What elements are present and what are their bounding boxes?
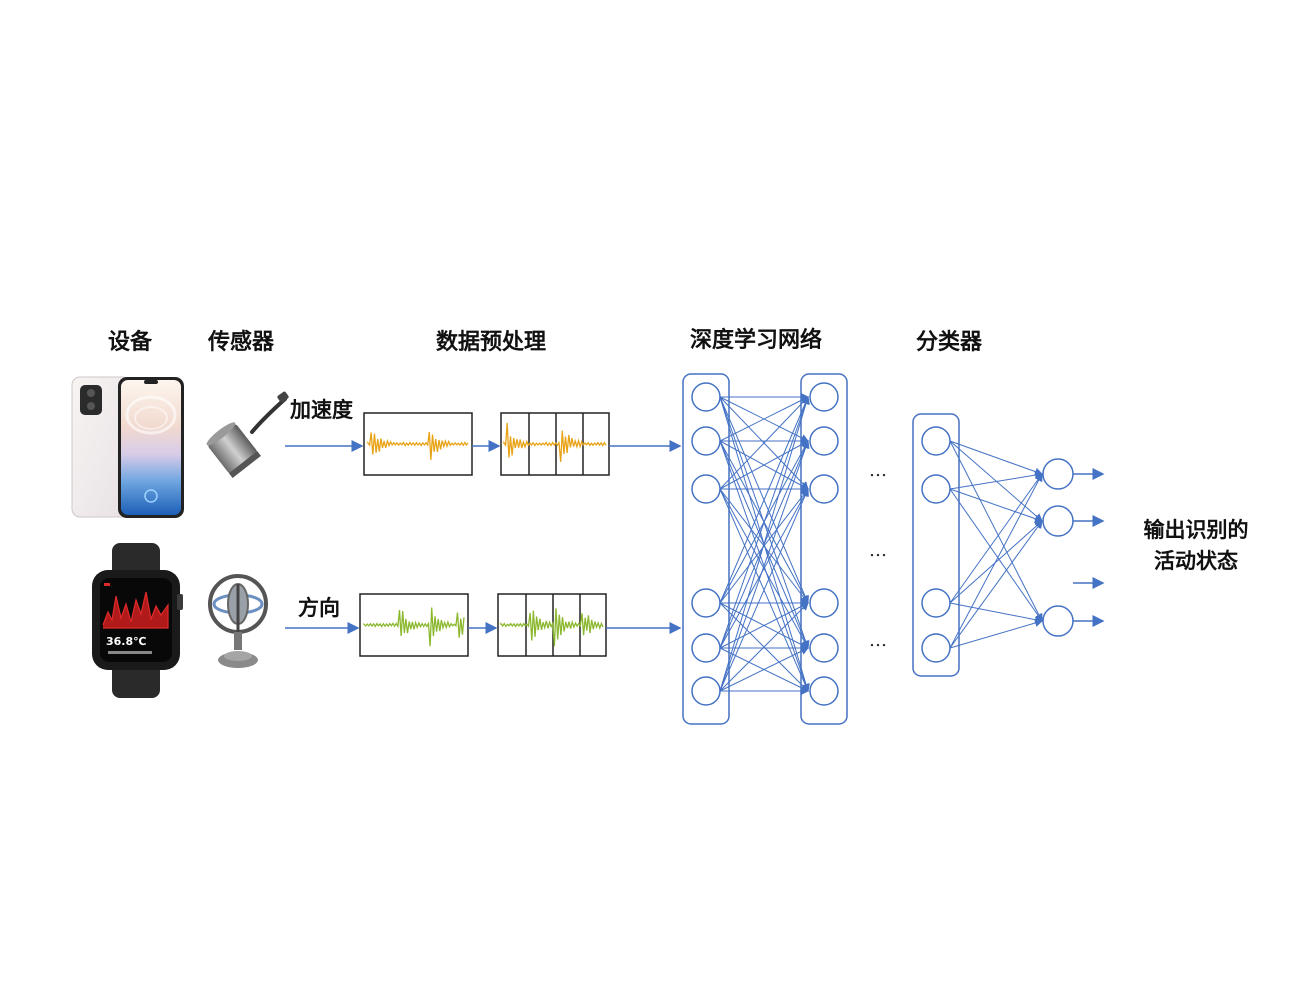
accel-label: 加速度 (290, 397, 353, 422)
output-label-line2: 活动状态 (1154, 548, 1238, 573)
hidden-node (809, 588, 839, 618)
ellipsis-bottom: … (869, 630, 888, 651)
network-edge (719, 396, 809, 490)
network-edge (719, 440, 809, 490)
classifier-layer (912, 413, 960, 677)
signal-waveform (503, 422, 607, 462)
ellipsis-middle: … (869, 540, 888, 561)
hidden-node (809, 633, 839, 663)
accel-segmented-signal-box (500, 412, 610, 476)
hidden-node (809, 426, 839, 456)
classifier-node (921, 633, 951, 663)
signal-waveform (363, 607, 465, 647)
orient-raw-signal-box (359, 593, 469, 657)
network-edge (719, 396, 810, 649)
output-node (1042, 505, 1074, 537)
network-edge (719, 647, 809, 692)
classifier-node (921, 474, 951, 504)
network-edge (949, 440, 1043, 476)
network-edge (949, 488, 1043, 523)
network-edge (949, 473, 1043, 649)
network-connections (719, 393, 1043, 695)
output-node (1042, 458, 1074, 490)
network-edge (949, 619, 1043, 649)
header-sensor: 传感器 (208, 329, 275, 355)
network-edge (719, 488, 809, 692)
ellipsis-top: … (869, 460, 888, 481)
hidden-layer (800, 373, 848, 725)
classifier-node (921, 588, 951, 618)
output-node (1042, 605, 1074, 637)
network-edge (719, 396, 810, 692)
output-label: 输出识别的 活动状态 (1126, 514, 1266, 576)
orient-segmented-signal-box (497, 593, 607, 657)
signal-waveform (500, 608, 604, 647)
network-edge (949, 440, 1043, 622)
watch-temperature: 36.8℃ (106, 635, 146, 648)
gyroscope-sensor-icon (208, 574, 268, 668)
classifier-node (921, 426, 951, 456)
network-edge (719, 602, 809, 692)
header-deep-network: 深度学习网络 (690, 327, 823, 353)
hidden-node (809, 676, 839, 706)
network-edge (949, 473, 1043, 604)
network-edge (719, 396, 809, 604)
header-preprocess: 数据预处理 (436, 329, 547, 355)
network-edge (949, 602, 1043, 624)
output-label-line1: 输出识别的 (1143, 517, 1249, 542)
accel-raw-signal-box (363, 412, 473, 476)
input-node (691, 633, 721, 663)
network-edge (719, 488, 809, 649)
signal-waveform (367, 432, 469, 460)
network-edge (949, 488, 1043, 622)
input-node (691, 676, 721, 706)
smartwatch-icon: 36.8℃ (92, 543, 183, 698)
header-device: 设备 (108, 329, 153, 355)
input-node (691, 474, 721, 504)
input-layer (682, 373, 730, 725)
hidden-node (809, 382, 839, 412)
accelerometer-sensor-icon (206, 391, 289, 478)
hidden-node (809, 474, 839, 504)
smartphone-icon (71, 376, 184, 518)
network-edge (949, 520, 1043, 649)
network-edge (949, 471, 1043, 490)
network-edge (719, 396, 809, 442)
orient-label: 方向 (298, 595, 340, 620)
network-edge (719, 440, 810, 692)
network-edge (719, 488, 809, 604)
input-node (691, 426, 721, 456)
input-node (691, 382, 721, 412)
input-node (691, 588, 721, 618)
header-classifier: 分类器 (916, 329, 983, 355)
